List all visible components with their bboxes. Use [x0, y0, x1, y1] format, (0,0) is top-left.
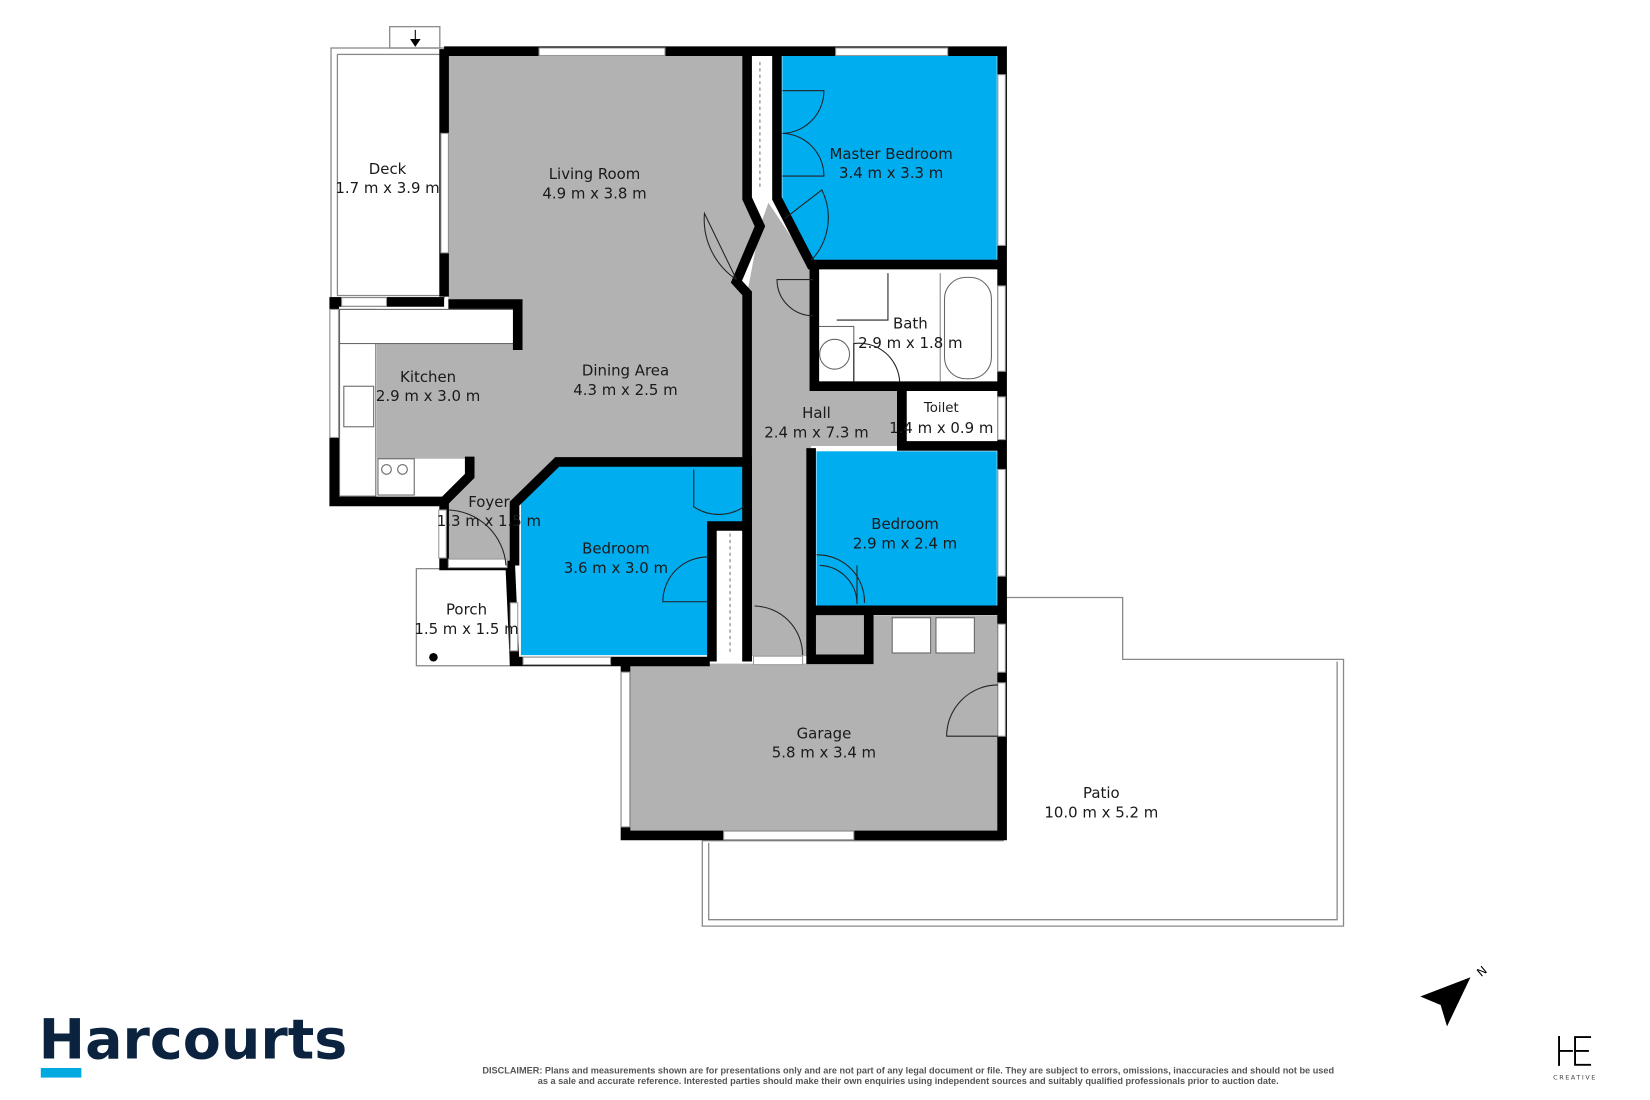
deck-steps [389, 26, 441, 49]
door-swing [782, 90, 825, 177]
window [620, 671, 631, 828]
wall-hall-west [730, 55, 766, 662]
front-door [447, 558, 508, 569]
deck-arrow-icon [410, 29, 421, 47]
door-swing [703, 211, 737, 280]
sliding-door [440, 132, 449, 254]
bedroom1-fill [520, 466, 744, 656]
hall-fill [747, 202, 908, 657]
door-swings [448, 90, 998, 737]
door-swing [448, 509, 507, 566]
door-swing [946, 684, 998, 737]
door-swing [816, 554, 866, 604]
he-creative-logo: CREATIVE [1553, 1035, 1597, 1082]
north-arrow-icon: N [1420, 963, 1490, 1027]
window [438, 509, 447, 559]
credit-sub: CREATIVE [1553, 1074, 1597, 1082]
window [835, 47, 949, 57]
north-label: N [1474, 963, 1490, 979]
door-swing [784, 189, 829, 261]
window [997, 468, 1006, 577]
garage-bench-1 [891, 617, 932, 654]
door-swing [853, 342, 901, 382]
window [997, 396, 1006, 441]
bedroom2-fill [816, 451, 997, 607]
room-fills [376, 55, 998, 833]
wall-toilet [897, 386, 1000, 451]
window [522, 656, 612, 666]
patio-inner [708, 661, 1338, 921]
robe-master [751, 58, 773, 193]
porch-post [429, 652, 438, 662]
basin [819, 338, 851, 370]
toilet-fill [907, 390, 997, 442]
cooktop [377, 458, 415, 496]
wall-bath [809, 266, 1000, 392]
windows [329, 47, 1006, 841]
living-dining-fill [376, 55, 760, 564]
door-swing [693, 469, 745, 515]
hall-door-opening [752, 655, 804, 666]
door-swing [836, 273, 889, 321]
disclaimer-line-1: DISCLAIMER: Plans and measurements shown… [482, 1065, 1334, 1075]
kitchen-sink [343, 385, 375, 428]
wall-bedroom2 [806, 448, 1000, 665]
kitchen-counter-top [339, 308, 518, 345]
fixtures [339, 61, 992, 654]
window [509, 602, 519, 652]
disclaimer-line-2: as a sale and accurate reference. Intere… [538, 1076, 1279, 1086]
harcourts-logo: Harcourts [39, 1008, 348, 1078]
garage-door-side [997, 682, 1006, 737]
burner [397, 464, 408, 475]
window [538, 47, 666, 57]
garage-bench-2 [935, 617, 975, 654]
garage-fill [629, 615, 998, 833]
brand-name: Harcourts [39, 1008, 348, 1072]
patio-area [701, 596, 1345, 927]
door-swing [754, 605, 804, 656]
wall-master [772, 55, 1000, 270]
window [997, 623, 1006, 673]
bathtub [943, 276, 992, 380]
door-swing [776, 279, 814, 317]
door-swing [662, 556, 709, 603]
window [997, 285, 1006, 372]
window [997, 74, 1006, 246]
wall-bedroom1-robe [707, 521, 748, 662]
brand-underline [40, 1067, 82, 1078]
burner [381, 464, 392, 475]
master-bedroom-fill [782, 55, 997, 265]
window [723, 830, 855, 841]
linen-closet [815, 613, 865, 657]
wall-kitchen-bench [448, 299, 523, 350]
window [329, 308, 340, 438]
window [341, 297, 388, 307]
